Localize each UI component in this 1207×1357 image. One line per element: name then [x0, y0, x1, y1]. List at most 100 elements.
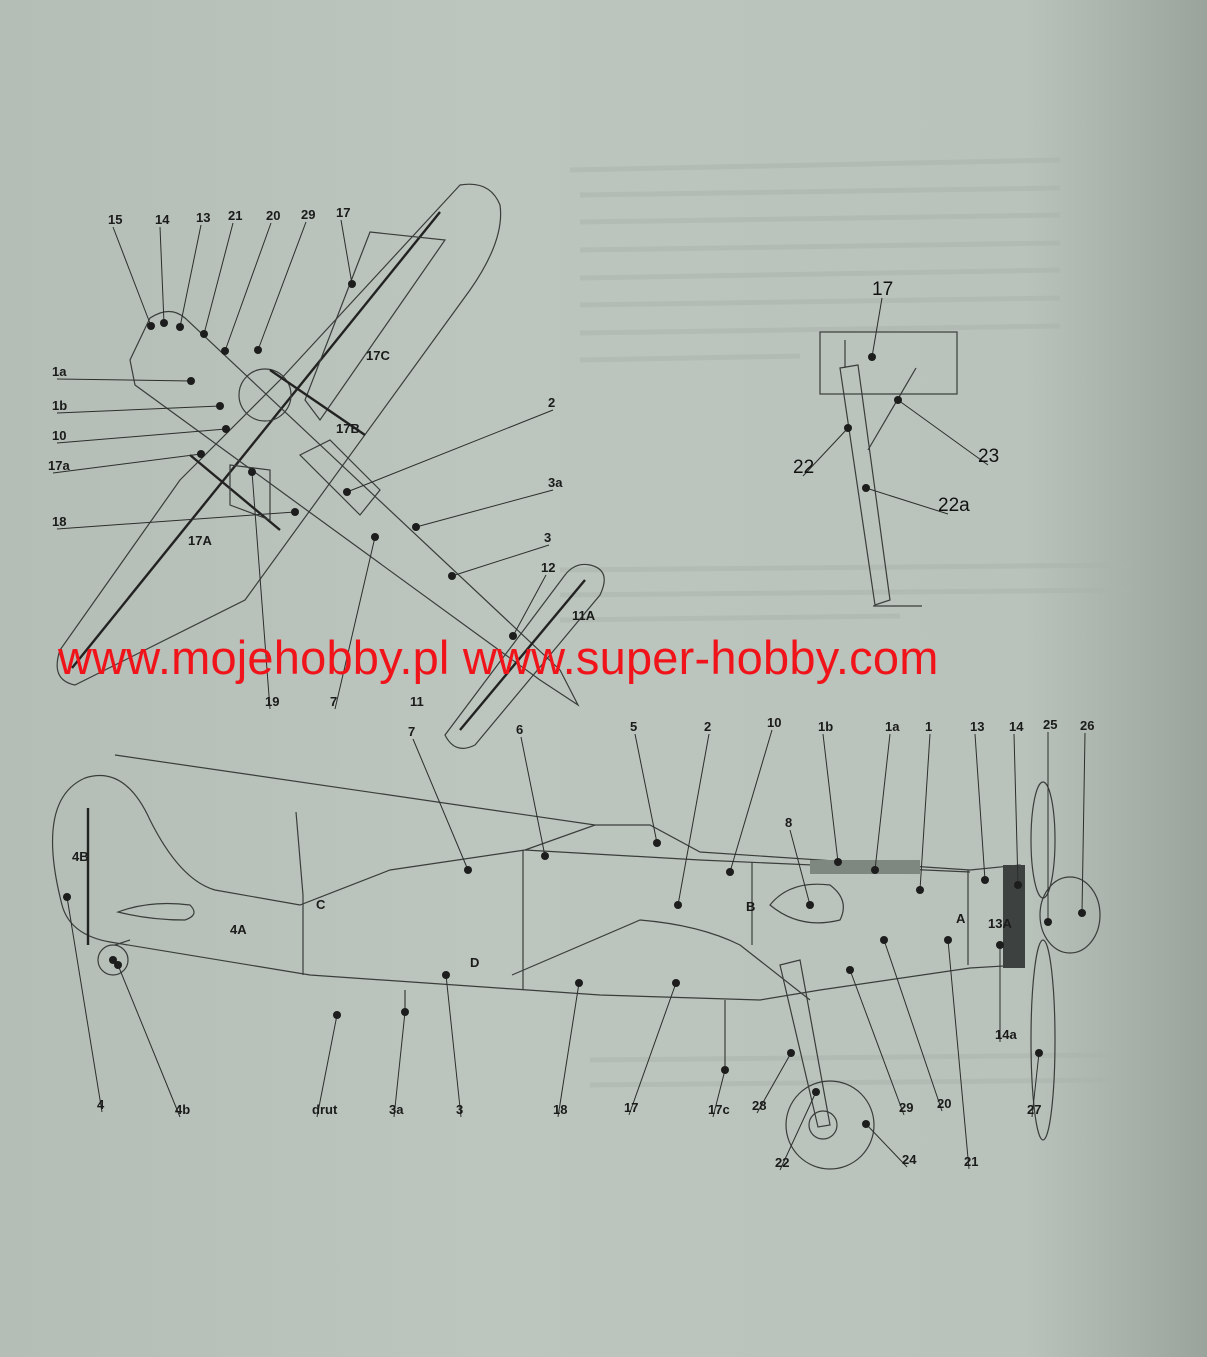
part-marker-dot: [880, 936, 888, 944]
part-marker-dot: [541, 852, 549, 860]
part-marker-dot: [653, 839, 661, 847]
part-marker-dot: [187, 377, 195, 385]
top-view-part-label: 7: [330, 694, 337, 709]
top-view-part-label: 21: [228, 208, 242, 223]
top-view-part-label: 1b: [52, 398, 67, 413]
leader-line: [346, 409, 554, 493]
part-marker-dot: [200, 330, 208, 338]
top-view-part-label: 17C: [366, 348, 390, 363]
leader-line: [849, 969, 905, 1116]
leader-line: [865, 1123, 908, 1168]
side-view-part-label: 17: [624, 1100, 638, 1115]
side-view-part-label: A: [956, 911, 966, 926]
side-view-part-label: 21: [964, 1154, 978, 1169]
landing-gear-detail-drawing: [819, 331, 958, 607]
side-view-part-label: 4b: [175, 1102, 190, 1117]
leader-line: [883, 939, 943, 1112]
part-marker-dot: [916, 886, 924, 894]
part-marker-dot: [787, 1049, 795, 1057]
top-view-part-label: 29: [301, 207, 315, 222]
leader-line: [451, 544, 550, 577]
leader-line: [251, 471, 271, 710]
part-marker-dot: [216, 402, 224, 410]
part-marker-dot: [291, 508, 299, 516]
part-marker-dot: [812, 1088, 820, 1096]
part-marker-dot: [1014, 881, 1022, 889]
part-marker-dot: [442, 971, 450, 979]
leader-line: [203, 222, 234, 335]
side-view-part-label: 18: [553, 1102, 567, 1117]
leader-line: [412, 738, 469, 871]
part-marker-dot: [248, 468, 256, 476]
detail-view-part-label: 23: [978, 446, 999, 467]
side-view-part-label: 14a: [995, 1027, 1017, 1042]
side-view-part-label: C: [316, 897, 326, 912]
part-marker-dot: [1044, 918, 1052, 926]
side-view-part-label: 4A: [230, 922, 247, 937]
part-marker-dot: [846, 966, 854, 974]
leader-line: [415, 489, 554, 528]
part-marker-dot: [114, 961, 122, 969]
part-marker-dot: [726, 868, 734, 876]
part-marker-dot: [333, 1011, 341, 1019]
side-view-part-label: B: [746, 899, 755, 914]
part-marker-dot: [412, 523, 420, 531]
side-view-part-label: 28: [752, 1098, 766, 1113]
top-view-part-label: 12: [541, 560, 555, 575]
side-view-part-label: 17c: [708, 1102, 730, 1117]
part-marker-dot: [862, 484, 870, 492]
side-view-part-label: 14: [1009, 719, 1024, 734]
part-marker-dot: [401, 1008, 409, 1016]
part-marker-dot: [147, 322, 155, 330]
side-view-part-label: 20: [937, 1096, 951, 1111]
side-view-part-label: 2: [704, 719, 711, 734]
leader-line: [334, 536, 376, 710]
leader-line: [257, 221, 307, 351]
side-view-part-label: 5: [630, 719, 637, 734]
side-view-part-label: 27: [1027, 1102, 1041, 1117]
part-marker-dot: [806, 901, 814, 909]
leader-line: [112, 226, 152, 327]
side-view-part-label: 26: [1080, 718, 1094, 733]
leader-line: [919, 733, 931, 891]
leader-line: [445, 974, 462, 1118]
top-view-part-label: 11: [410, 694, 424, 709]
part-marker-dot: [981, 876, 989, 884]
side-view-part-label: 22: [775, 1155, 789, 1170]
side-view-part-label: 3a: [389, 1102, 404, 1117]
part-marker-dot: [176, 323, 184, 331]
top-view-part-label: 17B: [336, 421, 360, 436]
leader-line: [865, 487, 949, 515]
part-marker-dot: [674, 901, 682, 909]
leader-line: [1013, 733, 1019, 886]
top-view-part-label: 3: [544, 530, 551, 545]
top-view-part-label: 15: [108, 212, 122, 227]
detail-view-part-label: 22a: [938, 495, 970, 516]
detail-view-part-label: 22: [793, 457, 814, 478]
side-view-part-label: 13: [970, 719, 984, 734]
leader-line: [557, 982, 580, 1118]
top-view-part-label: 19: [265, 694, 279, 709]
leader-line: [56, 511, 296, 530]
top-view-part-label: 2: [548, 395, 555, 410]
leader-line: [628, 982, 677, 1116]
part-marker-dot: [448, 572, 456, 580]
leader-line: [871, 297, 883, 358]
side-view-part-label: 4: [97, 1097, 105, 1112]
leader-line: [779, 1091, 817, 1171]
leader-line: [340, 219, 353, 285]
side-view-part-label: 7: [408, 724, 415, 739]
leader-line: [874, 733, 891, 871]
top-view-part-label: 3a: [548, 475, 563, 490]
top-view-drawing: [56, 183, 605, 749]
side-view-part-label: 1: [925, 719, 932, 734]
top-view-part-label: 1a: [52, 364, 67, 379]
side-view-part-label: D: [470, 955, 479, 970]
part-marker-dot: [371, 533, 379, 541]
side-view-part-label: 25: [1043, 717, 1057, 732]
leader-line: [802, 427, 849, 477]
part-marker-dot: [63, 893, 71, 901]
leader-line: [66, 896, 103, 1113]
